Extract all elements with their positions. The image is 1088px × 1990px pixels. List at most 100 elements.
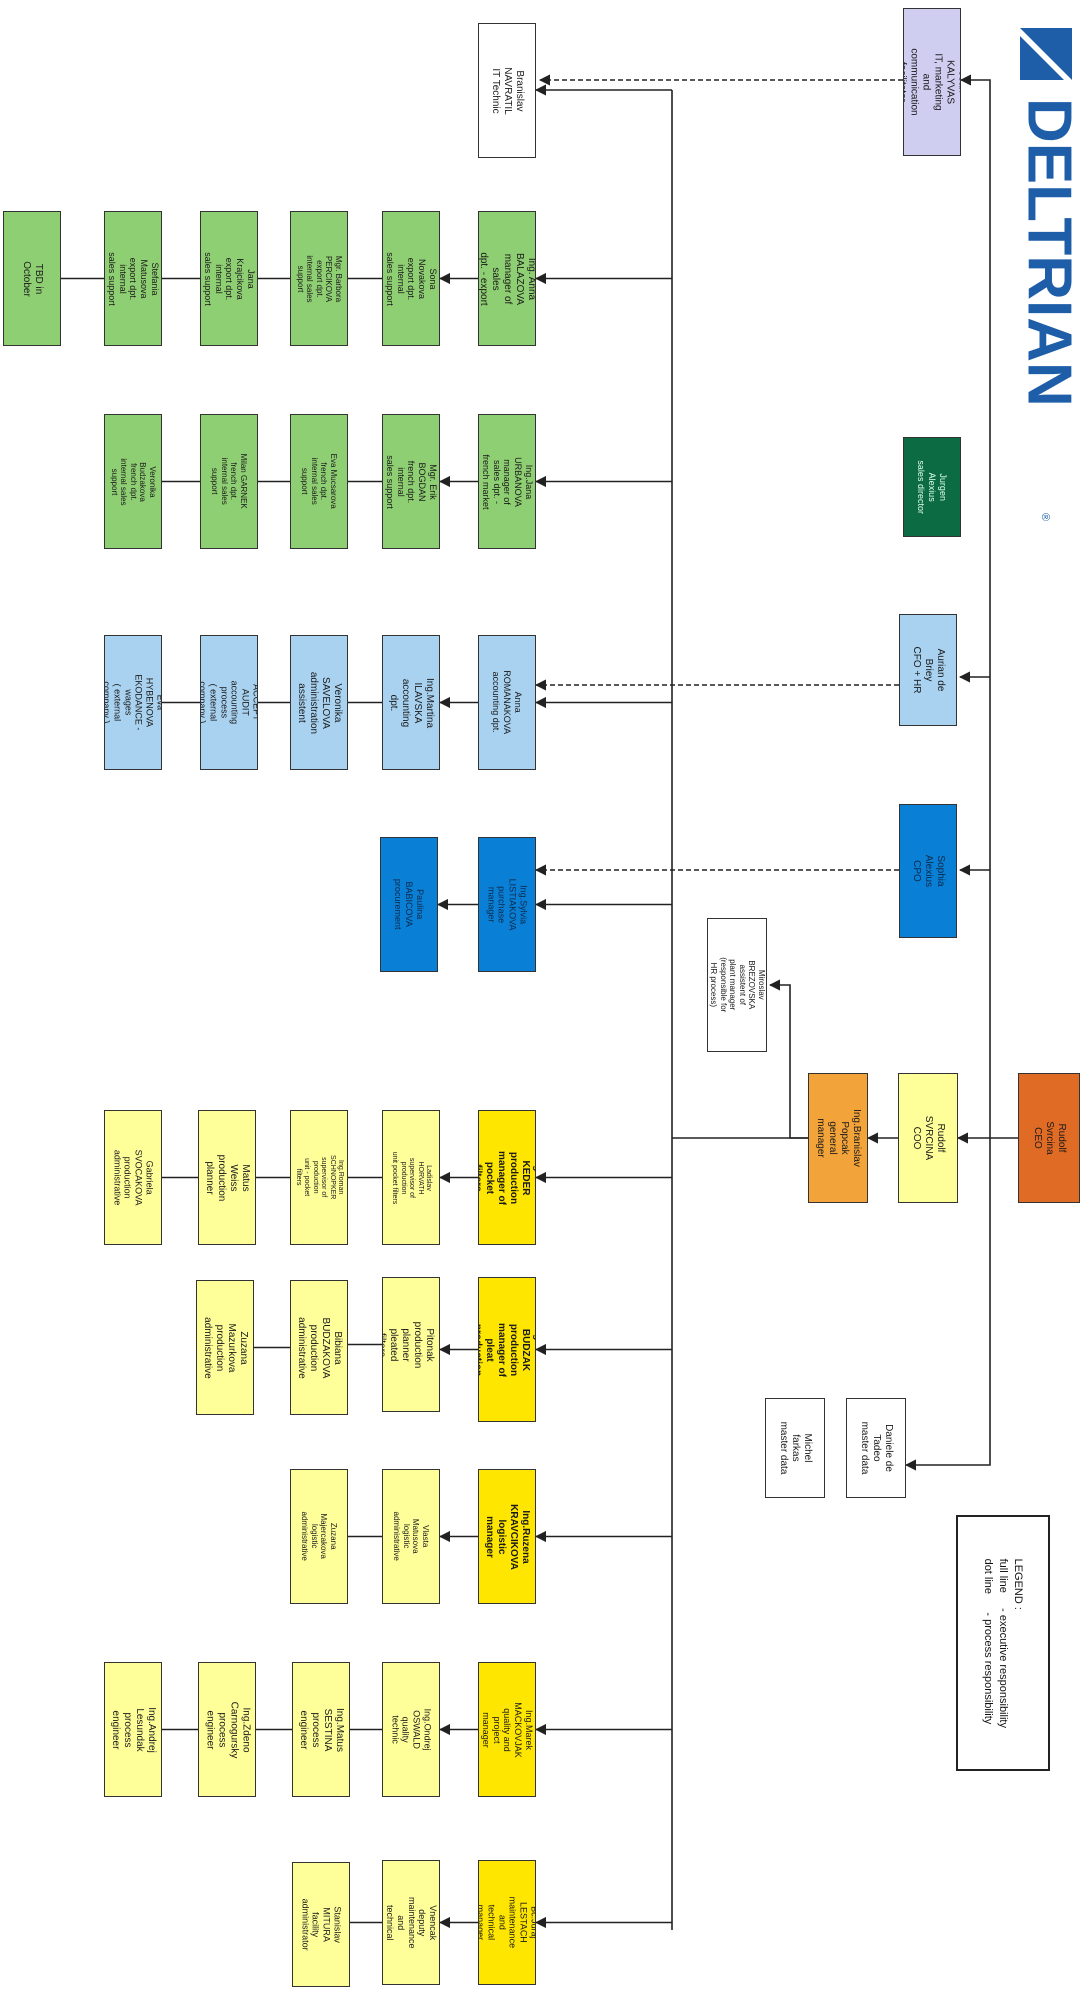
- org-node-bogdan: Mgr. Erik BOGDAN french dpt. internal sa…: [382, 414, 440, 549]
- legend-key: dot line: [982, 1558, 995, 1594]
- org-node-label: Daniele de Tadeo master data: [859, 1421, 894, 1475]
- org-node-mucsarova: Eva Mucsarova french dpt. internal sales…: [290, 414, 348, 549]
- org-node-mitura: Stanislav MITURA facility administrator: [292, 1862, 350, 1987]
- org-node-label: Michel farkas master data: [778, 1421, 813, 1475]
- org-node-budzak: Ing.Marcel BUDZAK production manager of …: [478, 1277, 536, 1422]
- org-node-label: Ladislav HORVATH supervisor of productio…: [391, 1151, 432, 1204]
- org-node-label: Stefania Matusova export dpt. internal s…: [106, 251, 160, 306]
- org-node-hybenova: Eva HYBENOVA EKODANCE - wages ( external…: [104, 635, 162, 770]
- org-node-romanakova: Anna ROMANAKOVA accounting dpt.: [478, 635, 536, 770]
- legend-key: full line: [997, 1558, 1010, 1593]
- org-node-label: Aurian de Briey CFO + HR: [911, 646, 946, 694]
- org-node-lestach: Bc.Juraj LESTACH maintenance and technic…: [478, 1860, 536, 1985]
- org-node-percikova: Mgr. Barbora PERCIKOVA export dpt. inter…: [290, 211, 348, 346]
- org-node-label: Eva Mucsarova french dpt. internal sales…: [300, 453, 339, 510]
- org-node-label: Anna ROMANAKOVA accounting dpt.: [491, 670, 524, 735]
- org-node-label: Branislav NAVRATIL IT Technic: [490, 66, 525, 115]
- org-node-label: Ing.Ruzena KRAVCIKOVA logistic manager: [484, 1503, 531, 1570]
- org-node-label: Stanislav MITURA facility administrator: [300, 1898, 343, 1951]
- org-node-label: Rudolf Svrcina CEO: [1032, 1121, 1067, 1155]
- org-node-tbd: TBD in October: [3, 211, 61, 346]
- org-node-balazova: Ing. Anna BALAZOVA manager of sales dpt.…: [478, 211, 536, 346]
- legend-desc: - process responsibility: [982, 1612, 995, 1725]
- org-node-garnek: Milan GARNEK french dpt. internal sales …: [200, 414, 258, 549]
- org-node-label: Ing.Roman SCHNOPKER supervisor of produc…: [295, 1155, 345, 1200]
- org-node-label: Jean KALYVAS IT, marketing and communica…: [903, 48, 961, 116]
- org-node-label: Miroslav BREZOVSKA assistent of plant ma…: [708, 957, 766, 1013]
- org-node-brezovska: Miroslav BREZOVSKA assistent of plant ma…: [707, 918, 767, 1052]
- org-node-label: Ing.Jana URBANOVA manager of sales dpt. …: [480, 453, 534, 510]
- org-node-label: Veronika SAVELOVA administration assiste…: [296, 671, 344, 734]
- org-node-rudolf-coo: Rudolf SVRCINA COO: [898, 1073, 958, 1203]
- org-node-label: Ing.Sylvia LISTIAKOVA purchase manager: [486, 878, 529, 931]
- org-node-label: Ing.Milan KEDER production manager of po…: [478, 1150, 536, 1205]
- org-node-label: Jozef Pitonak production planner pleated…: [382, 1321, 440, 1368]
- org-node-label: Bc.Juraj LESTACH maintenance and technic…: [478, 1896, 536, 1949]
- org-node-label: Jurgen Alexius sales director: [916, 460, 949, 514]
- logo-mark-icon: [1020, 28, 1072, 80]
- org-node-horvath: Ladislav HORVATH supervisor of productio…: [382, 1110, 440, 1245]
- org-node-navratil: Branislav NAVRATIL IT Technic: [478, 23, 536, 158]
- ceo-to-jean: [959, 74, 991, 1138]
- deltrian-logo: DELTRIAN ®: [1010, 18, 1084, 523]
- org-node-label: Matus Weiss production planner: [204, 1154, 251, 1201]
- org-node-krajcikova: Jana Krajcikova export dpt. internal sal…: [200, 211, 258, 346]
- org-node-label: Milan GARNEK french dpt. internal sales …: [210, 453, 249, 510]
- org-node-popcak: Ing.Branislav Popcak general manager: [808, 1073, 868, 1203]
- org-node-babicova: Paulina BABICOVA procurement: [380, 837, 438, 972]
- org-node-label: Ing.Branislav Popcak general manager: [815, 1109, 862, 1167]
- org-node-matusova-v: Vlasta Matusova logistic administrative: [382, 1469, 440, 1604]
- org-node-accept: ACCEPT AUDIT accounting process ( extern…: [200, 635, 258, 770]
- org-node-label: Ing. Anna BALAZOVA manager of sales dpt.…: [478, 251, 536, 306]
- org-node-label: Ing.Martina ILAVSKA accounting dpt.: [388, 677, 435, 728]
- org-node-label: Mgr. Erik BOGDAN french dpt. internal sa…: [384, 454, 438, 509]
- org-node-label: Zuzana Mazurkova production administrati…: [202, 1316, 250, 1379]
- org-node-lesundak: Ing.Andrej Lesundak process engineer: [104, 1662, 162, 1797]
- org-node-rudolf-ceo: Rudolf Svrcina CEO: [1018, 1073, 1080, 1203]
- org-node-oswald: Ing.Ondrej OSWALD quality technic: [382, 1662, 440, 1797]
- org-node-kravcikova: Ing.Ruzena KRAVCIKOVA logistic manager: [478, 1469, 536, 1604]
- org-node-mackovjak: Ing.Marek MACKOVJAK quality and project …: [478, 1662, 536, 1797]
- org-node-michel: Michel farkas master data: [765, 1398, 825, 1498]
- org-node-label: Gabriela SVOCAKOVA production administra…: [112, 1149, 155, 1206]
- org-node-label: Rudolf SVRCINA COO: [911, 1115, 946, 1161]
- legend-item-full-line: full line - executive responsibility: [996, 1558, 1011, 1727]
- org-node-listiakova: Ing.Sylvia LISTIAKOVA purchase manager: [478, 837, 536, 972]
- org-node-jean: Jean KALYVAS IT, marketing and communica…: [903, 8, 961, 156]
- legend-item-dot-line: dot line - process responsibility: [981, 1558, 996, 1727]
- org-node-budzakova: Veronika Budzakova french dpt. internal …: [104, 414, 162, 549]
- org-node-pitonak: Jozef Pitonak production planner pleated…: [382, 1277, 440, 1412]
- org-node-carnogursky: Ing.Zdeno Carnogursky process engineer: [198, 1662, 256, 1797]
- org-node-jurgen: Jurgen Alexius sales director: [903, 437, 961, 537]
- org-node-label: Sona Novakova export dpt. internal sales…: [384, 251, 438, 306]
- legend: LEGEND : full line - executive responsib…: [956, 1515, 1050, 1771]
- org-node-label: Mgr. Barbora PERCIKOVA export dpt. inter…: [295, 254, 343, 303]
- org-node-label: Paulina BABICOVA procurement: [393, 879, 426, 930]
- org-node-vnencak: Peter Vnencak deputy maintenance and tec…: [382, 1860, 440, 1985]
- org-node-svocakova: Gabriela SVOCAKOVA production administra…: [104, 1110, 162, 1245]
- legend-title: LEGEND :: [1012, 1558, 1025, 1610]
- org-node-label: Ing.Ondrej OSWALD quality technic: [390, 1708, 433, 1751]
- org-node-bibiana: Bibiana BUDZAKOVA production administrat…: [290, 1280, 348, 1415]
- org-node-weiss: Matus Weiss production planner: [198, 1110, 256, 1245]
- org-node-aurian: Aurian de Briey CFO + HR: [899, 614, 957, 726]
- gm-to-brezovska: [768, 979, 808, 1139]
- org-node-mazurkova: Zuzana Mazurkova production administrati…: [196, 1280, 254, 1415]
- org-node-savelova: Veronika SAVELOVA administration assiste…: [290, 635, 348, 770]
- org-node-keder: Ing.Milan KEDER production manager of po…: [478, 1110, 536, 1245]
- org-node-label: Veronika Budzakova french dpt. internal …: [109, 457, 157, 506]
- org-node-urbanova: Ing.Jana URBANOVA manager of sales dpt. …: [478, 414, 536, 549]
- org-node-label: Bibiana BUDZAKOVA production administrat…: [296, 1316, 344, 1379]
- org-node-ilavska: Ing.Martina ILAVSKA accounting dpt.: [382, 635, 440, 770]
- org-node-label: Peter Vnencak deputy maintenance and tec…: [382, 1896, 439, 1949]
- org-node-label: TBD in October: [21, 260, 44, 297]
- org-node-sestina: Ing.Matus SESTINA process engineer: [292, 1662, 350, 1797]
- org-node-label: Eva HYBENOVA EKODANCE - wages ( external…: [104, 674, 162, 731]
- org-node-label: Ing.Zdeno Carnogursky process engineer: [204, 1701, 252, 1758]
- org-node-novakova: Sona Novakova export dpt. internal sales…: [382, 211, 440, 346]
- org-node-matusova: Stefania Matusova export dpt. internal s…: [104, 211, 162, 346]
- org-node-daniele: Daniele de Tadeo master data: [846, 1398, 906, 1498]
- org-node-label: Sophia Alexius CPO: [911, 854, 946, 888]
- org-node-label: Ing.Andrej Lesundak process engineer: [110, 1706, 157, 1753]
- org-node-label: Ing.Matus SESTINA process engineer: [298, 1707, 345, 1752]
